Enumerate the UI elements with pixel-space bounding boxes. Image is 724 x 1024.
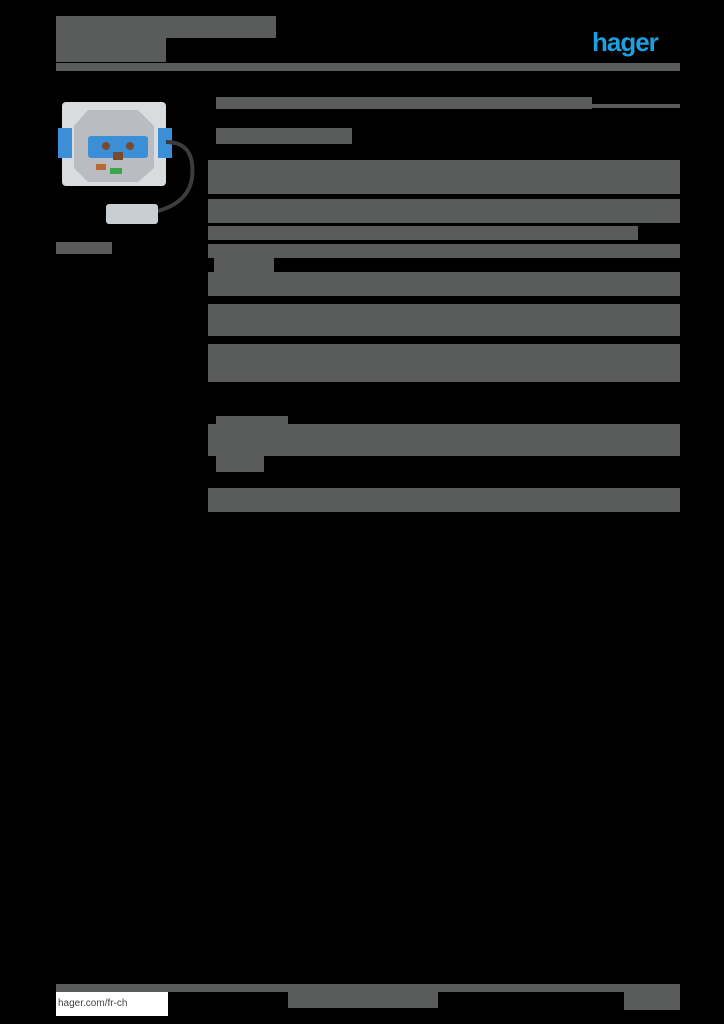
- document-title-block: [56, 16, 276, 38]
- table-row: [208, 160, 680, 194]
- table-row: [208, 226, 638, 240]
- table-row: [208, 272, 680, 296]
- hager-logo: hager: [592, 27, 659, 57]
- footer-rule: [56, 984, 680, 992]
- table-row: [208, 244, 680, 258]
- footer-info-block: [288, 992, 438, 1008]
- table-row: [208, 424, 680, 456]
- table-row: [208, 488, 680, 512]
- table-row-label: [216, 456, 264, 472]
- document-subtitle-block: [56, 38, 166, 62]
- table-row: [208, 304, 680, 336]
- image-caption-block: [56, 242, 112, 254]
- page-number-block: [624, 992, 680, 1010]
- socket-insert-photo-icon: [58, 102, 195, 224]
- table-row: [208, 344, 680, 382]
- heading-rule: [216, 104, 680, 108]
- table-row-label: [216, 416, 288, 426]
- product-subheading-block: [216, 128, 352, 144]
- table-row: [208, 199, 680, 223]
- header-rule: [56, 63, 680, 71]
- website-link[interactable]: hager.com/fr-ch: [56, 992, 168, 1016]
